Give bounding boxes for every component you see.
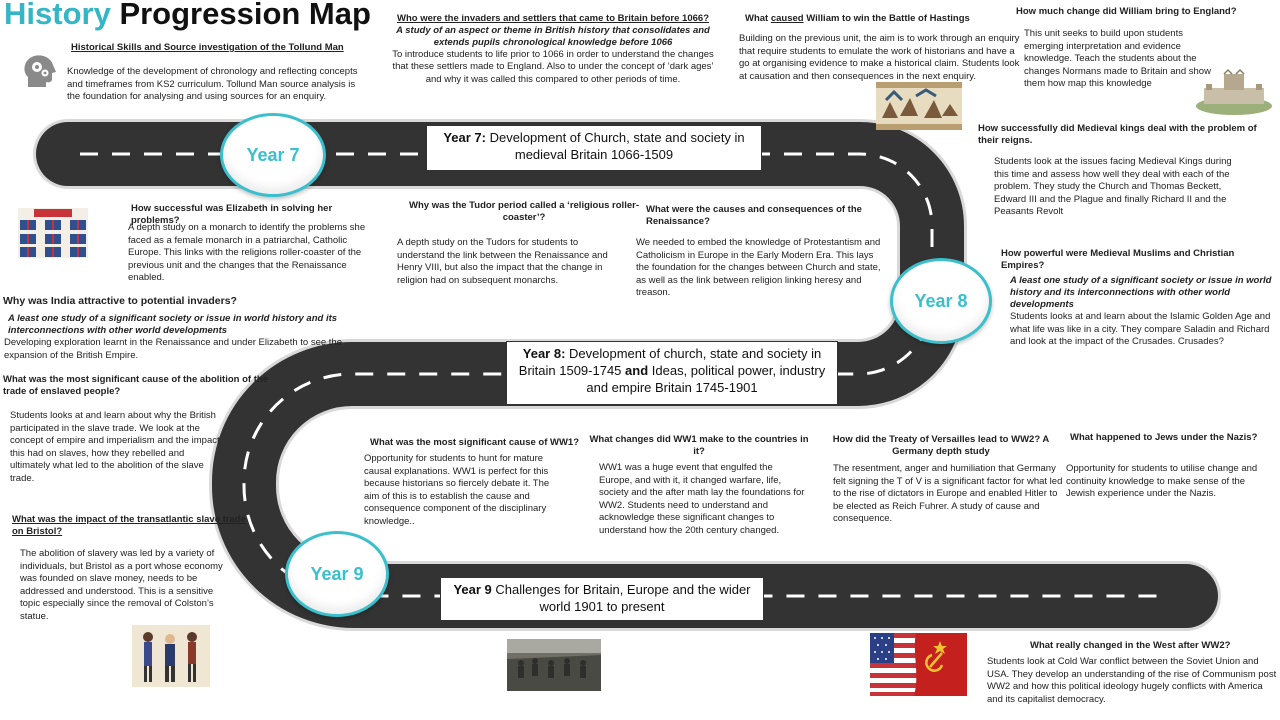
hastings-body: Building on the previous unit, the aim i… [739,33,1020,82]
section-jews: What happened to Jews under the Nazis? [1070,432,1270,444]
versailles-body: The resentment, anger and humiliation th… [833,463,1063,524]
india-italic: A least one study of a significant socie… [8,313,338,336]
ww1change-body: WW1 was a huge event that engulfed the E… [599,462,805,536]
trench-photo [507,639,601,691]
tollund-heading: Historical Skills and Source investigati… [71,42,344,53]
year9-badge: Year 9 [285,531,389,617]
head-gears-icon [20,53,58,91]
muslims-heading: How powerful were Medieval Muslims and C… [1001,248,1235,271]
castle-image [1194,66,1274,116]
year7-box-text: Development of Church, state and society… [485,130,745,162]
slave-trade-image [132,625,210,687]
section-bristol: What was the impact of the transatlantic… [12,514,260,537]
british-empire-poster [18,208,88,258]
tollund-body: Knowledge of the development of chronolo… [67,66,358,102]
versailles-heading: How did the Treaty of Versailles lead to… [832,434,1050,457]
section-abolition: What was the most significant cause of t… [3,374,279,397]
hastings-heading-caused: caused [770,13,804,24]
section-muslims: How powerful were Medieval Muslims and C… [1001,248,1277,271]
year8-badge: Year 8 [890,258,992,344]
muslims-italic: A least one study of a significant socie… [1010,275,1272,310]
year8-box-text1: Development of church, state and society… [518,346,822,378]
invaders-body: To introduce students to life prior to 1… [392,48,714,85]
year7-badge: Year 7 [220,113,326,197]
title-part1: History [4,0,111,31]
section-william: How much change did William bring to Eng… [1016,6,1266,18]
bristol-heading: What was the impact of the transatlantic… [12,514,246,537]
section-hastings: What caused William to win the Battle of… [745,13,1025,25]
ww1cause-heading: What was the most significant cause of W… [370,437,580,448]
section-elizabeth: How successful was Elizabeth in solving … [131,203,381,226]
hastings-heading-pre: What [745,13,771,24]
india-body: Developing exploration learnt in the Ren… [4,337,343,361]
elizabeth-heading: How successful was Elizabeth in solving … [131,203,333,226]
elizabeth-body: A depth study on a monarch to identify t… [128,222,366,283]
india-heading: Why was India attractive to potential in… [3,295,237,307]
abolition-body: Students looks at and learn about why th… [10,410,220,484]
section-ww1cause: What was the most significant cause of W… [370,437,586,449]
tudor-body: A depth study on the Tudors for students… [397,237,608,286]
section-india: Why was India attractive to potential in… [3,295,363,308]
year9-box-text: Challenges for Britain, Europe and the w… [491,582,751,614]
muslims-body: Students looks at and learn about the Is… [1010,311,1271,347]
page-title: History Progression Map [4,0,371,32]
section-coldwar: What really changed in the West after WW… [1030,640,1276,652]
section-tollund: Historical Skills and Source investigati… [71,42,371,54]
year8-box: Year 8: Development of church, state and… [506,341,838,405]
ww1change-heading: What changes did WW1 make to the countri… [589,434,809,457]
year7-box-label: Year 7: [443,130,486,145]
india-text: A least one study of a significant socie… [4,313,364,362]
section-versailles: How did the Treaty of Versailles lead to… [828,434,1054,457]
kings-body: Students look at the issues facing Medie… [994,156,1232,217]
section-ww1change: What changes did WW1 make to the countri… [586,434,812,457]
renaissance-body: We needed to embed the knowledge of Prot… [636,237,881,298]
jews-body: Opportunity for students to utilise chan… [1066,463,1258,499]
hastings-heading-post: William to win the Battle of Hastings [803,13,970,24]
muslims-text: A least one study of a significant socie… [1010,275,1272,349]
year9-box: Year 9 Challenges for Britain, Europe an… [440,577,764,621]
section-renaissance: What were the causes and consequences of… [646,204,872,227]
abolition-heading: What was the most significant cause of t… [3,374,268,397]
william-body: This unit seeks to build upon students e… [1024,28,1211,89]
year9-box-label: Year 9 [453,582,492,597]
invaders-heading: Who were the invaders and settlers that … [396,13,709,24]
section-tudor: Why was the Tudor period called a ‘relig… [404,200,644,223]
year8-box-label: Year 8: [522,346,566,361]
bayeux-tapestry-image [876,82,962,130]
invaders-italic: A study of an aspect or theme in British… [396,24,710,48]
year7-box: Year 7: Development of Church, state and… [426,125,762,171]
bristol-body: The abolition of slavery was led by a va… [20,548,223,622]
year8-box-text2: Ideas, political power, industry and emp… [586,363,826,395]
coldwar-body: Students look at Cold War conflict betwe… [987,656,1277,705]
title-part2: Progression Map [119,0,371,31]
jews-heading: What happened to Jews under the Nazis? [1070,432,1258,443]
renaissance-heading: What were the causes and consequences of… [646,204,862,227]
year8-box-and: and [625,363,649,378]
ww1cause-body: Opportunity for students to hunt for mat… [364,453,550,527]
kings-heading: How successfully did Medieval kings deal… [978,123,1257,146]
road-center-line [80,152,1170,598]
section-kings: How successfully did Medieval kings deal… [978,123,1268,146]
usa-ussr-flags [870,633,967,696]
tudor-heading: Why was the Tudor period called a ‘relig… [409,200,639,223]
hastings-heading: What caused William to win the Battle of… [745,13,1025,25]
section-invaders: Who were the invaders and settlers that … [388,13,718,86]
william-heading: How much change did William bring to Eng… [1016,6,1237,17]
coldwar-heading: What really changed in the West after WW… [1030,640,1231,651]
